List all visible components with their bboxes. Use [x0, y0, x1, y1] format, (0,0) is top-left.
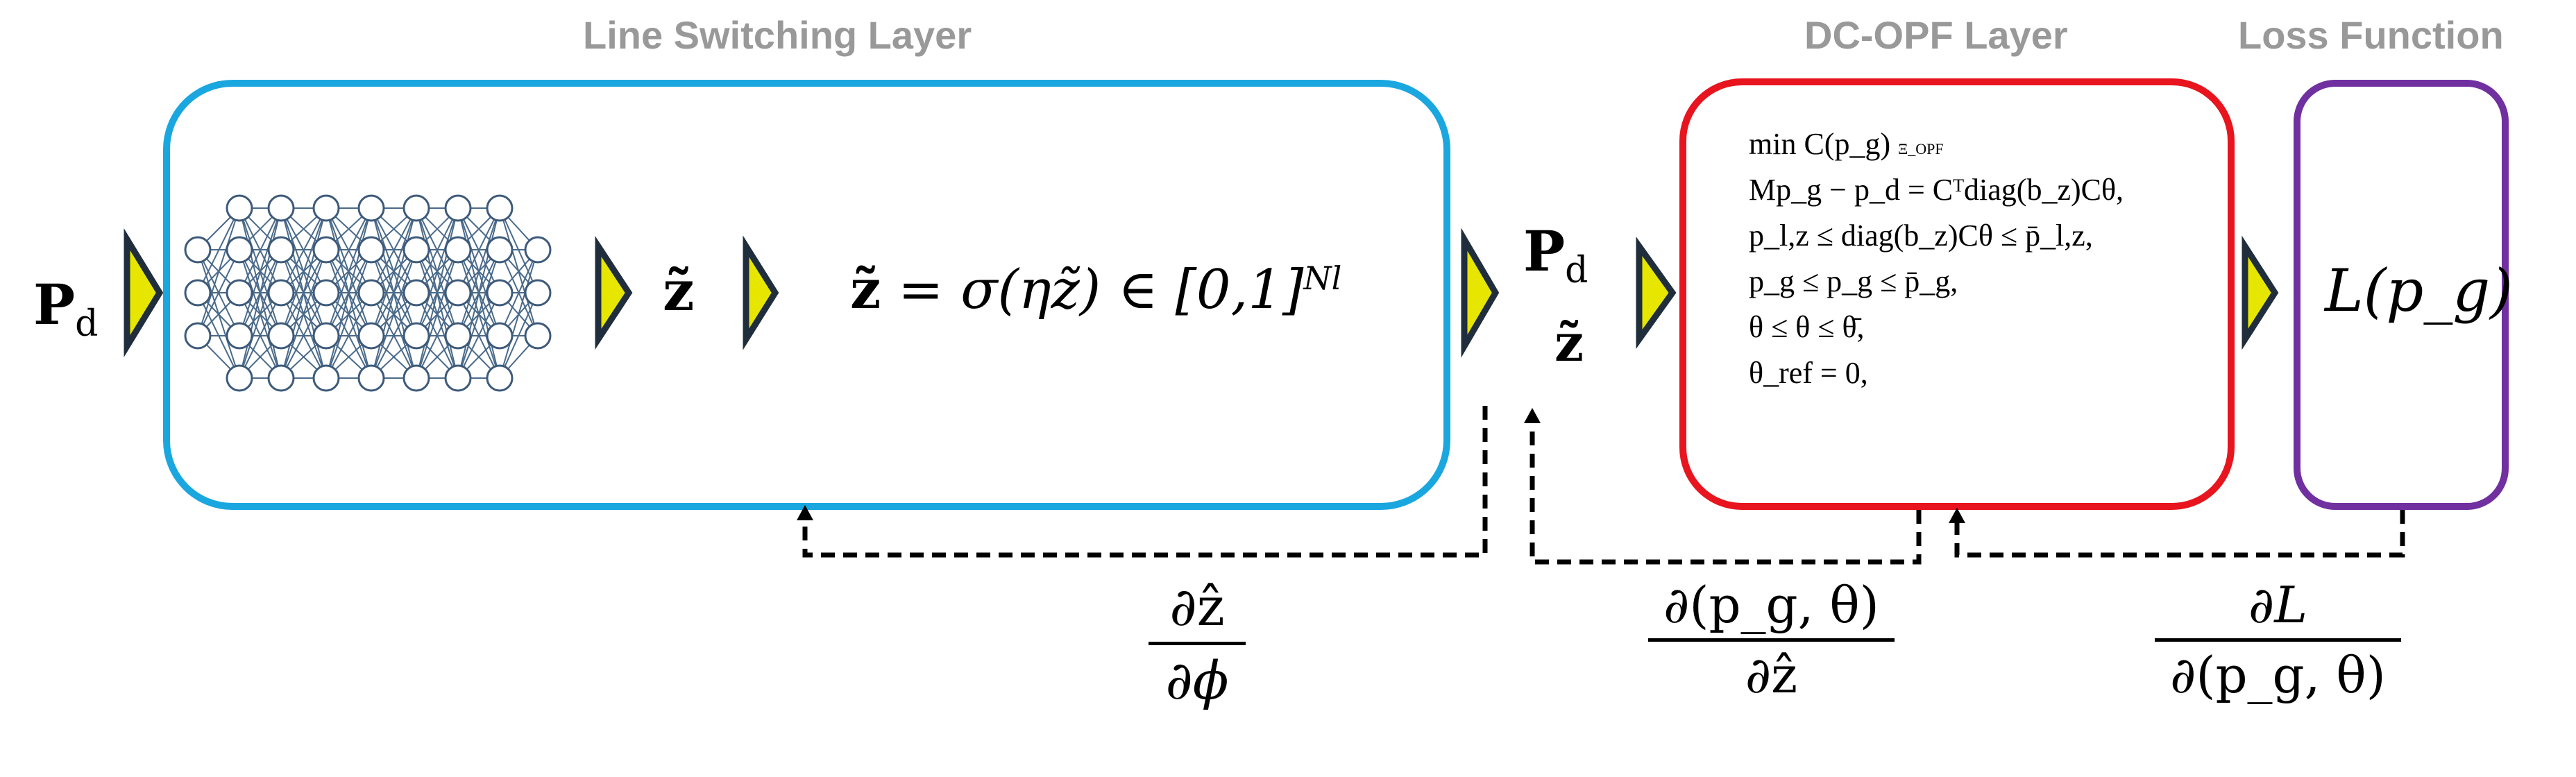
- arrow-right-icon: [595, 235, 633, 350]
- arrow-up-icon: [1949, 508, 1965, 523]
- arrow-up-icon: [1524, 408, 1541, 423]
- dc-opf-header: DC-OPF Layer: [1804, 13, 2068, 57]
- gradient-path-1: [802, 406, 1488, 558]
- neural-network-icon: [184, 194, 552, 392]
- gradient-path-3: [1954, 510, 2405, 558]
- arrow-right-icon: [1636, 236, 1677, 350]
- arrow-right-icon: [2242, 235, 2279, 350]
- z-tilde-output: z̃: [663, 258, 695, 323]
- gradient-path-2: [1530, 422, 1922, 565]
- loss-expression: L(p_g): [2325, 257, 2513, 325]
- opf-constraint-ref: θ_ref = 0,: [1749, 356, 1868, 390]
- opf-objective: min C(p_g) Ξ_OPF: [1749, 127, 1944, 161]
- line-switching-box: [163, 80, 1450, 510]
- opf-formulation: min C(p_g) Ξ_OPF Mp_g − p_d = Cᵀdiag(b_z…: [1749, 121, 2124, 396]
- dc-opf-box: [1679, 78, 2235, 510]
- line-switching-header: Line Switching Layer: [583, 13, 972, 57]
- switching-equation: z̃ = σ(ηz̃) ∈ [0,1]Nl: [850, 258, 1342, 321]
- input-pd: Pd: [33, 272, 99, 345]
- loss-box: [2294, 80, 2509, 510]
- opf-constraint-flow: p_l,z ≤ diag(b_z)Cθ ≤ p̄_l,z,: [1749, 219, 2093, 253]
- opf-constraint-angle: θ ≤ θ ≤ θ̄,: [1749, 310, 1865, 344]
- opf-input-z: z̃: [1554, 314, 1584, 373]
- gradient-dpg-dz: ∂(p_g, θ) ∂ẑ: [1648, 576, 1895, 704]
- arrow-right-icon: [743, 235, 779, 350]
- gradient-dz-dphi: ∂ẑ ∂ϕ: [1149, 576, 1246, 711]
- loss-header: Loss Function: [2238, 13, 2504, 57]
- arrow-right-icon: [1461, 228, 1500, 358]
- arrow-up-icon: [797, 505, 813, 520]
- gradient-dl-dpg: ∂L ∂(p_g, θ): [2155, 576, 2401, 704]
- arrow-right-icon: [124, 228, 164, 358]
- opf-input-pd: Pd: [1523, 219, 1588, 291]
- opf-constraint-balance: Mp_g − p_d = Cᵀdiag(b_z)Cθ,: [1749, 173, 2124, 207]
- opf-constraint-gen: p_g ≤ p_g ≤ p̄_g,: [1749, 264, 1958, 298]
